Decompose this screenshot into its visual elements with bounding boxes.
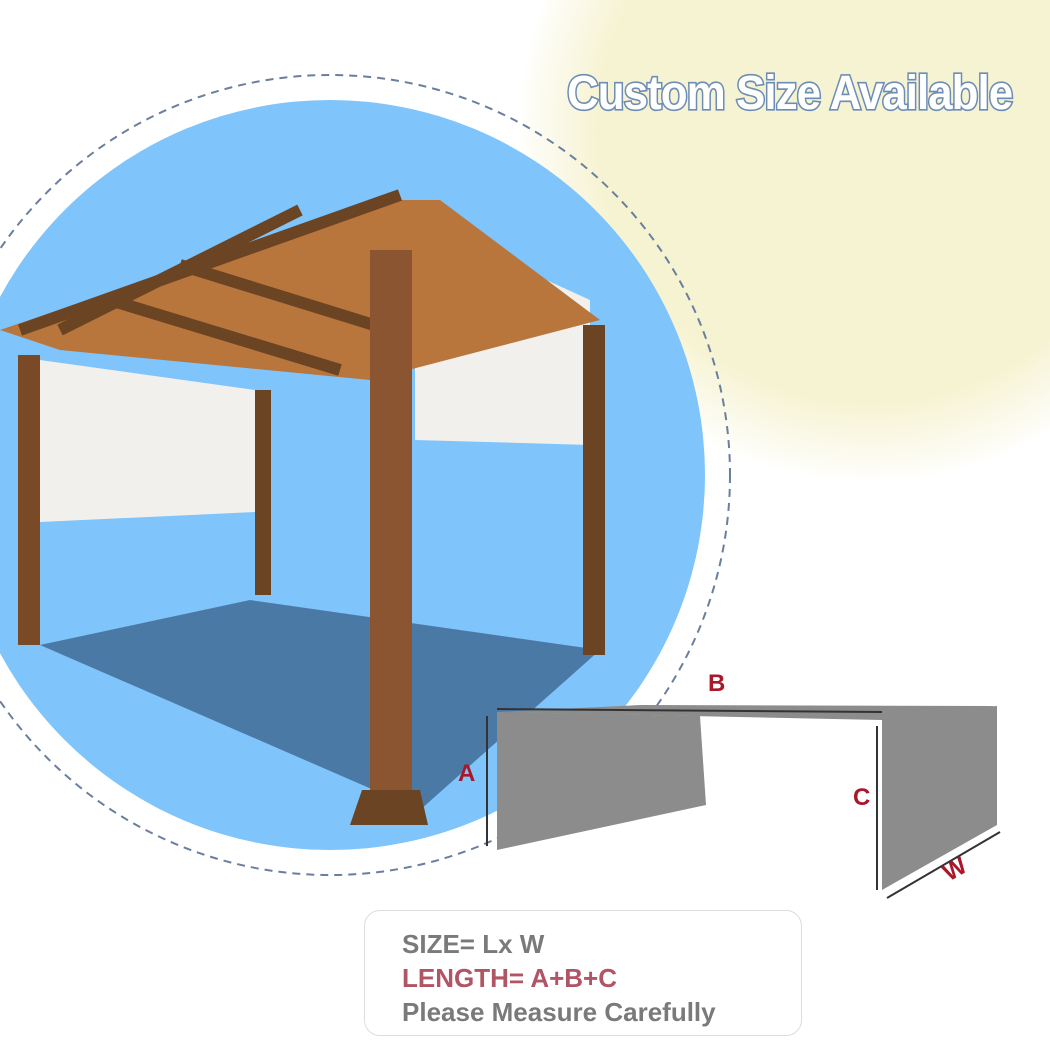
ground-shadow <box>40 600 600 810</box>
left-drop <box>497 712 706 850</box>
roof <box>0 200 600 380</box>
post <box>18 355 40 645</box>
left-shade-panel <box>40 360 255 522</box>
pergola <box>0 189 605 825</box>
headline: Custom Size Available <box>565 64 1014 121</box>
post <box>370 250 412 805</box>
post-base <box>350 790 428 825</box>
right-drop <box>882 706 997 890</box>
post <box>255 390 271 595</box>
post <box>583 325 605 655</box>
top-canopy <box>497 705 995 720</box>
size-formula: SIZE= Lx W <box>402 929 545 959</box>
shade-diagram <box>497 705 997 890</box>
dashed-circle <box>0 74 731 876</box>
measure-note: Please Measure Carefully <box>402 997 716 1027</box>
dimension-label-c: C <box>853 784 871 811</box>
dimension-label-b: B <box>708 670 726 697</box>
info-box: SIZE= Lx W LENGTH= A+B+C Please Measure … <box>364 910 802 1036</box>
length-formula: LENGTH= A+B+C <box>402 963 618 993</box>
dimension-label-a: A <box>458 760 476 787</box>
dimension-lines <box>486 708 1001 899</box>
